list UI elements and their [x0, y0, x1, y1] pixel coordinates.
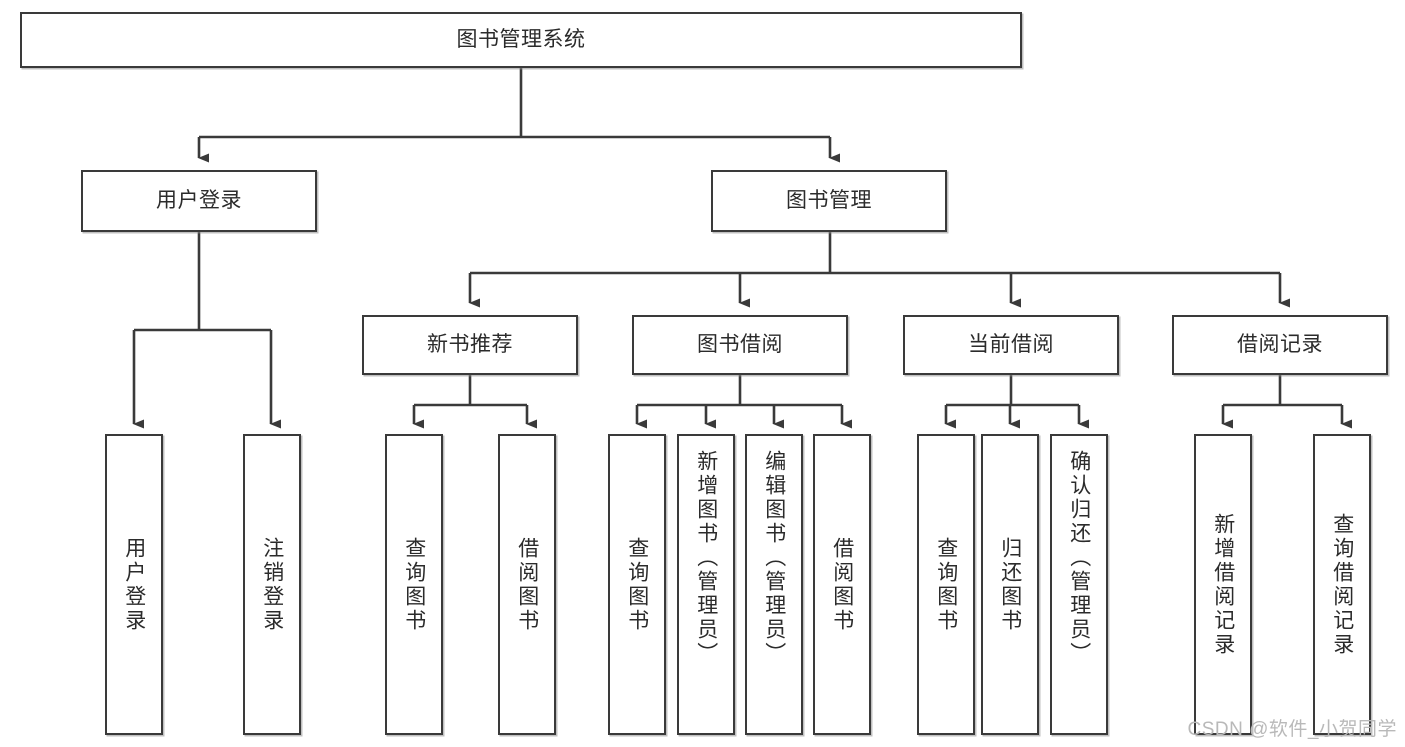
node-leaf-borrow-book-2[interactable]: 借阅图书	[813, 434, 871, 735]
node-label: 当前借阅	[968, 333, 1054, 357]
node-book-management[interactable]: 图书管理	[711, 170, 947, 232]
node-new-book-recommend[interactable]: 新书推荐	[362, 315, 578, 375]
node-label: 编辑图书（管理员）	[762, 450, 786, 666]
node-leaf-add-book[interactable]: 新增图书（管理员）	[677, 434, 735, 735]
node-root-system[interactable]: 图书管理系统	[20, 12, 1022, 68]
node-label: 借阅记录	[1237, 333, 1323, 357]
node-label: 新书推荐	[427, 333, 513, 357]
node-leaf-confirm-return[interactable]: 确认归还（管理员）	[1050, 434, 1108, 735]
node-label: 借阅图书	[515, 536, 539, 633]
node-borrow-record[interactable]: 借阅记录	[1172, 315, 1388, 375]
node-label: 归还图书	[998, 536, 1022, 633]
node-label: 查询图书	[402, 536, 426, 633]
node-leaf-query-borrow-record[interactable]: 查询借阅记录	[1313, 434, 1371, 735]
node-leaf-return-book[interactable]: 归还图书	[981, 434, 1039, 735]
node-leaf-borrow-book-1[interactable]: 借阅图书	[498, 434, 556, 735]
watermark-text: CSDN @软件_小贺同学	[1187, 719, 1397, 740]
node-label: 查询借阅记录	[1330, 512, 1354, 657]
node-leaf-query-book-2[interactable]: 查询图书	[608, 434, 666, 735]
node-label: 查询图书	[625, 536, 649, 633]
node-label: 用户登录	[156, 189, 242, 213]
node-label: 确认归还（管理员）	[1067, 450, 1091, 666]
node-label: 查询图书	[934, 536, 958, 633]
node-leaf-add-borrow-record[interactable]: 新增借阅记录	[1194, 434, 1252, 735]
node-leaf-query-book-3[interactable]: 查询图书	[917, 434, 975, 735]
node-leaf-logout-login[interactable]: 注销登录	[243, 434, 301, 735]
node-book-borrow[interactable]: 图书借阅	[632, 315, 848, 375]
node-label: 注销登录	[260, 536, 284, 633]
node-user-login[interactable]: 用户登录	[81, 170, 317, 232]
node-label: 图书借阅	[697, 333, 783, 357]
node-label: 借阅图书	[830, 536, 854, 633]
node-leaf-query-book-1[interactable]: 查询图书	[385, 434, 443, 735]
node-label: 新增借阅记录	[1211, 512, 1235, 657]
node-label: 新增图书（管理员）	[694, 450, 718, 666]
node-label: 图书管理系统	[456, 28, 586, 52]
node-label: 用户登录	[122, 536, 146, 633]
node-leaf-edit-book[interactable]: 编辑图书（管理员）	[745, 434, 803, 735]
node-label: 图书管理	[786, 189, 872, 213]
node-leaf-user-login[interactable]: 用户登录	[105, 434, 163, 735]
node-current-borrow[interactable]: 当前借阅	[903, 315, 1119, 375]
